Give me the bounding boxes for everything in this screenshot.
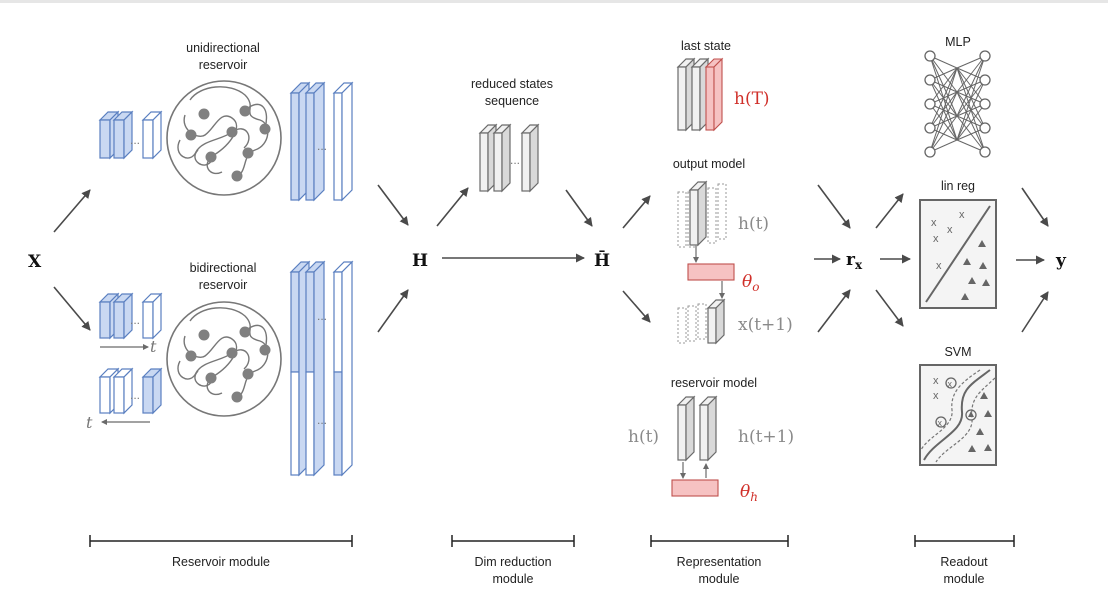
svg-text:x: x [933,233,939,245]
unidirectional-reservoir-circle [166,80,282,196]
reduced-states-label-1: reduced states [471,77,553,91]
svg-text:...: ... [317,139,327,153]
unidirectional-reservoir-label-1: unidirectional [186,41,260,55]
reservoir-module-bracket [89,535,353,547]
top-divider [0,0,1108,3]
svg-text:x: x [948,379,953,389]
output-model-states [677,180,727,248]
reduced-states-sequence: ... [478,123,540,193]
readout-module-label-2: module [944,572,985,586]
arrow-reduced-to-Hbar [565,189,593,227]
arrow-Hbar-to-reservoir-model [622,290,651,323]
h-t-output-symbol: h(t) [738,214,769,234]
svg-text:x: x [936,260,942,272]
ellipsis-mark: ... [130,133,140,147]
theta-o-box [687,263,735,281]
reservoir-model-label: reservoir model [671,376,757,390]
h-t-reservoir-symbol: h(t) [628,427,659,447]
h-t-plus-1-reservoir-symbol: h(t+1) [738,427,794,447]
arrow-x-to-bidirectional [53,286,91,331]
lin-reg-label: lin reg [941,179,975,193]
arrow-reservoir-to-rx [817,289,851,333]
reduced-states-label-2: sequence [485,94,539,108]
svm-plot: x x x x [919,364,997,466]
arrow-H-to-reduced [436,187,469,227]
input-x-symbol: X [28,252,42,272]
y-output-symbol: y [1055,251,1067,271]
readout-module-label-1: Readout [940,555,988,569]
bidirectional-backward-sequence: ... t [86,367,163,432]
bidirectional-reservoir-circle [166,301,282,417]
svg-text:...: ... [317,413,327,427]
arrow-rx-to-mlp [875,193,904,229]
bidirectional-forward-sequence: ... t [98,292,163,356]
svg-text:...: ... [130,388,140,402]
bidirectional-reservoir-label-2: reservoir [199,278,248,292]
H-bar-symbol: H̄ [594,250,610,271]
output-model-label: output model [673,157,745,171]
h-T-symbol: h(T) [734,89,770,109]
dim-reduction-module-label-2: module [493,572,534,586]
unidirectional-states-H: ... [289,81,354,202]
arrow-rx-to-svm [875,289,904,327]
svg-text:x: x [959,209,965,221]
arrow-x-to-unidirectional [53,189,91,233]
unidirectional-input-sequence: ... [98,110,163,160]
svg-text:x: x [933,375,939,387]
arrow-last-to-rx [817,184,851,229]
time-backward-symbol: t [86,413,93,432]
H-symbol: H [412,251,428,271]
last-state-stack [676,57,724,132]
bidirectional-states-H: ... ... [289,260,354,477]
dim-reduction-module-bracket [451,535,575,547]
svg-text:...: ... [317,309,327,323]
svg-text:x: x [938,418,943,428]
svg-text:x: x [933,390,939,402]
reservoir-module-label: Reservoir module [172,555,270,569]
svg-text:x: x [931,217,937,229]
svg-text:x: x [947,224,953,236]
reservoir-model-states [676,395,718,462]
x-t-plus-1-symbol: x(t+1) [738,315,793,335]
arrow-uni-to-H [377,184,409,226]
lin-reg-plot: x x x x x [919,199,997,309]
theta-o-symbol: θo [742,272,759,294]
theta-h-box [671,479,719,497]
representation-module-bracket [650,535,789,547]
r-x-symbol: rx [846,250,863,272]
representation-module-label-1: Representation [677,555,762,569]
readout-module-bracket [914,535,1015,547]
arrow-svm-to-y [1021,291,1049,333]
svg-text:...: ... [510,153,520,167]
theta-h-symbol: θh [740,482,758,504]
svm-label: SVM [944,345,971,359]
representation-module-label-2: module [699,572,740,586]
bidirectional-reservoir-label-1: bidirectional [190,261,257,275]
mlp-network [924,50,991,158]
arrow-mlp-to-y [1021,187,1049,227]
svg-text:...: ... [130,313,140,327]
mlp-label: MLP [945,35,971,49]
time-forward-symbol: t [150,337,157,356]
arrow-bi-to-H [377,289,409,333]
unidirectional-reservoir-label-2: reservoir [199,58,248,72]
output-prediction-states [677,298,726,345]
last-state-label: last state [681,39,731,53]
arrow-Hbar-to-output-model [622,195,651,229]
dim-reduction-module-label-1: Dim reduction [474,555,551,569]
